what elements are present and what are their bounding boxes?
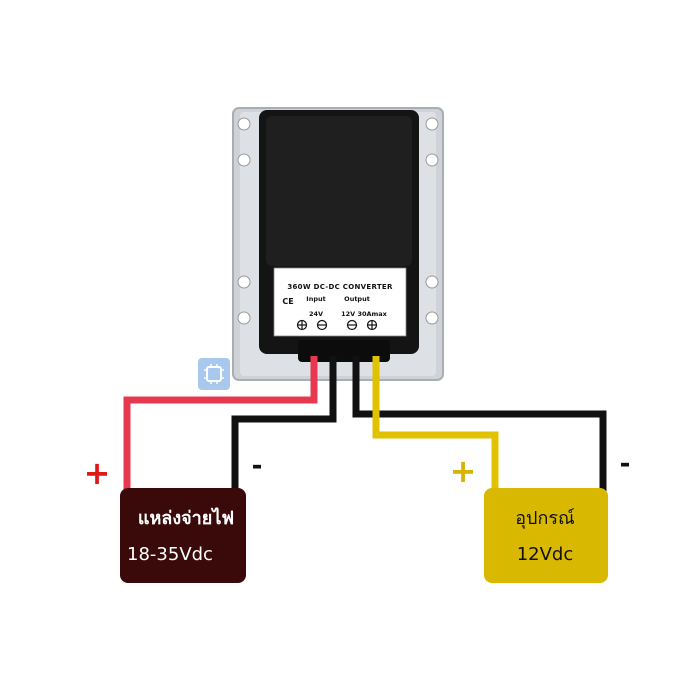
mounting-hole-icon	[237, 275, 251, 289]
source-title: แหล่งจ่ายไฟ	[138, 507, 234, 529]
converter-title: 360W DC-DC CONVERTER	[287, 283, 393, 291]
mounting-hole-icon	[425, 153, 439, 167]
mounting-hole-icon	[425, 117, 439, 131]
converter-unit: 360W DC-DC CONVERTER CE Input Output 24V…	[232, 107, 444, 381]
wire-input-negative	[231, 356, 337, 492]
input-voltage: 24V	[309, 310, 323, 318]
output-label: Output	[344, 295, 370, 303]
mounting-hole-icon	[425, 275, 439, 289]
device-title: อุปกรณ์	[515, 508, 575, 529]
source-voltage: 18-35Vdc	[127, 544, 213, 565]
wires	[123, 356, 607, 492]
output-rating: 12V 30Amax	[341, 310, 388, 318]
mounting-hole-icon	[425, 311, 439, 325]
spec-label	[273, 267, 407, 337]
mounting-hole-icon	[237, 117, 251, 131]
mounting-hole-icon	[237, 153, 251, 167]
cable-gland	[298, 340, 390, 362]
ce-mark: CE	[282, 297, 293, 306]
source-plus-sign: +	[84, 454, 111, 492]
output-minus-symbol-icon	[346, 319, 358, 331]
output-plus-symbol-icon	[366, 319, 378, 331]
chip-logo-icon	[198, 358, 230, 390]
input-plus-symbol-icon	[296, 319, 308, 331]
housing-highlight	[266, 116, 412, 266]
wire-input-positive	[123, 356, 318, 492]
input-label: Input	[306, 295, 325, 303]
input-minus-symbol-icon	[316, 319, 328, 331]
mounting-hole-icon	[237, 311, 251, 325]
device-box: อุปกรณ์ 12Vdc	[484, 488, 608, 583]
device-plus-sign: +	[450, 452, 477, 490]
wire-output-negative	[352, 356, 607, 492]
power-source-box: แหล่งจ่ายไฟ 18-35Vdc	[120, 488, 246, 583]
wire-output-positive	[372, 356, 499, 492]
device-voltage: 12Vdc	[517, 544, 574, 565]
device-minus-sign: -	[620, 449, 631, 479]
source-minus-sign: -	[252, 451, 263, 481]
